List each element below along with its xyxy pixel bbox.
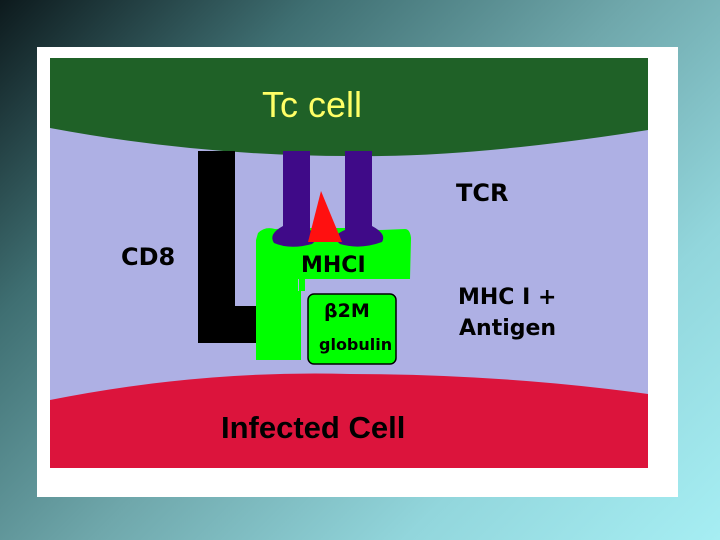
infected-cell-body bbox=[50, 373, 648, 468]
mhc-antigen-label-line2: Antigen bbox=[459, 316, 556, 341]
tc-cell-body bbox=[50, 58, 648, 157]
globulin-label: globulin bbox=[319, 335, 392, 354]
immune-synapse-diagram: Tc cell Infected Cell TCR CD8 MHCI β2M g… bbox=[50, 58, 648, 468]
mhc-class-i-molecule bbox=[256, 228, 411, 360]
tcr-left-chain bbox=[272, 151, 316, 247]
beta2-microglobulin bbox=[307, 293, 397, 365]
mhc-antigen-label-line1: MHC I + bbox=[458, 285, 556, 310]
mhc-label: MHCI bbox=[301, 253, 366, 278]
beta2m-label: β2M bbox=[324, 300, 370, 322]
infected-cell-label: Infected Cell bbox=[221, 410, 405, 445]
tc-cell-label: Tc cell bbox=[262, 84, 362, 125]
cd8-coreceptor bbox=[198, 151, 264, 343]
tcr-label: TCR bbox=[456, 179, 508, 207]
cd8-label: CD8 bbox=[121, 243, 175, 271]
mhc-inner-notch bbox=[299, 279, 305, 291]
tcr-right-chain bbox=[336, 151, 384, 247]
antigen-peptide bbox=[308, 191, 342, 242]
